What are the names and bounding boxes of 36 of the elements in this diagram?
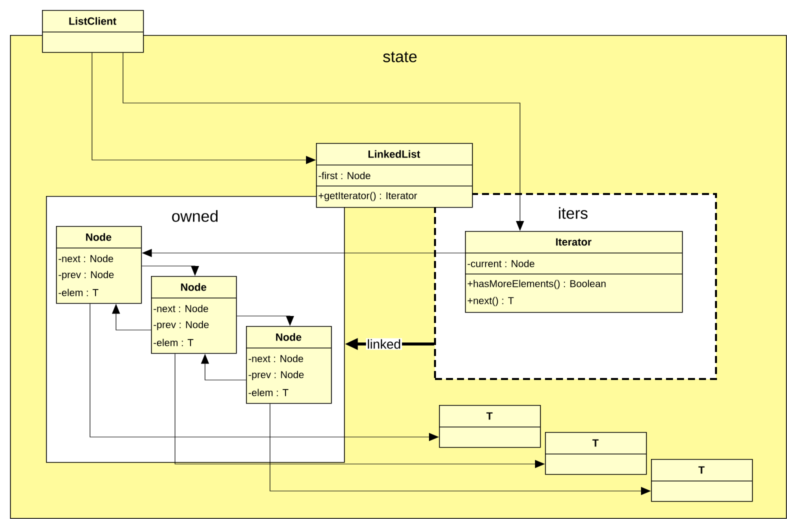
member-text: -prev : Node (248, 370, 304, 380)
member-text: -prev : Node (154, 320, 209, 330)
class-name: Node (86, 233, 112, 241)
class-box (438, 405, 541, 448)
class-name: T (486, 412, 493, 420)
class-name: ListClient (69, 17, 116, 25)
member-text: -prev : Node (58, 270, 114, 280)
class-box (56, 226, 142, 304)
edge-label: linked (366, 338, 402, 350)
member-text: -elem : T (58, 288, 98, 296)
class-name: T (698, 466, 705, 474)
member-text: -next : Node (248, 354, 304, 362)
member-text: +hasMoreElements() : Boolean (468, 280, 606, 290)
class-name: Iterator (556, 238, 592, 246)
class-name: Node (181, 283, 206, 291)
class-name: Node (276, 333, 302, 341)
class-box (150, 276, 237, 354)
member-text: -next : Node (154, 304, 208, 312)
member-text: +next() : T (468, 296, 514, 306)
class-box (544, 432, 647, 475)
member-text: -current : Node (468, 260, 534, 268)
package-label: owned (172, 210, 218, 222)
class-name: T (592, 439, 599, 447)
member-text: -elem : T (248, 388, 288, 396)
class-box (246, 326, 332, 404)
class-name: LinkedList (368, 150, 420, 158)
member-text: +getIterator() : Iterator (318, 192, 418, 202)
member-text: -first : Node (318, 172, 370, 180)
class-box (464, 231, 683, 313)
class-box (316, 143, 473, 208)
package-label: iters (558, 207, 588, 219)
member-text: -elem : T (154, 338, 194, 346)
class-box (650, 459, 753, 502)
package-label: state (383, 52, 417, 62)
class-box (42, 10, 144, 53)
member-text: -next : Node (58, 254, 114, 262)
